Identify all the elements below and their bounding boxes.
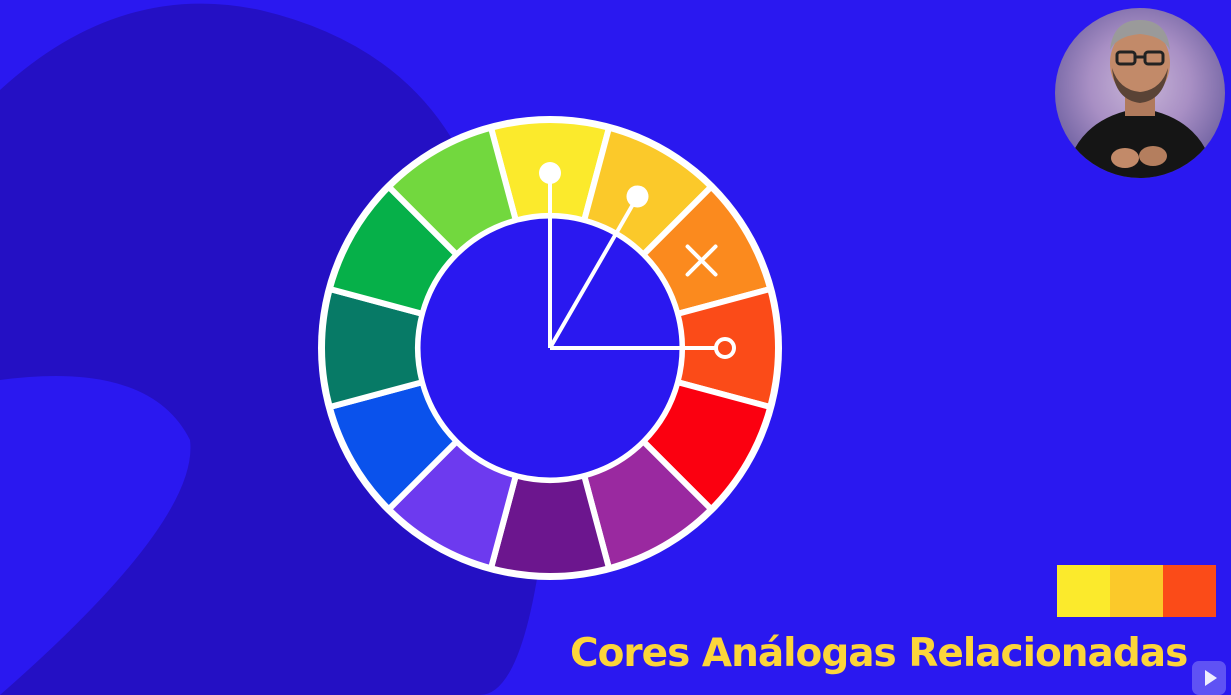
marker-dot [626, 185, 649, 208]
marker-line [548, 195, 640, 350]
presenter-avatar-icon [1055, 8, 1225, 178]
caption-title: Cores Análogas Relacionadas [570, 631, 1188, 676]
palette-swatch-1 [1057, 565, 1110, 617]
palette-swatch-2 [1110, 565, 1163, 617]
play-icon[interactable] [1192, 661, 1226, 695]
marker-ring [714, 337, 736, 359]
analogous-palette [1057, 565, 1216, 617]
marker-dot [539, 162, 561, 184]
x-icon [685, 244, 718, 277]
palette-swatch-3 [1163, 565, 1216, 617]
